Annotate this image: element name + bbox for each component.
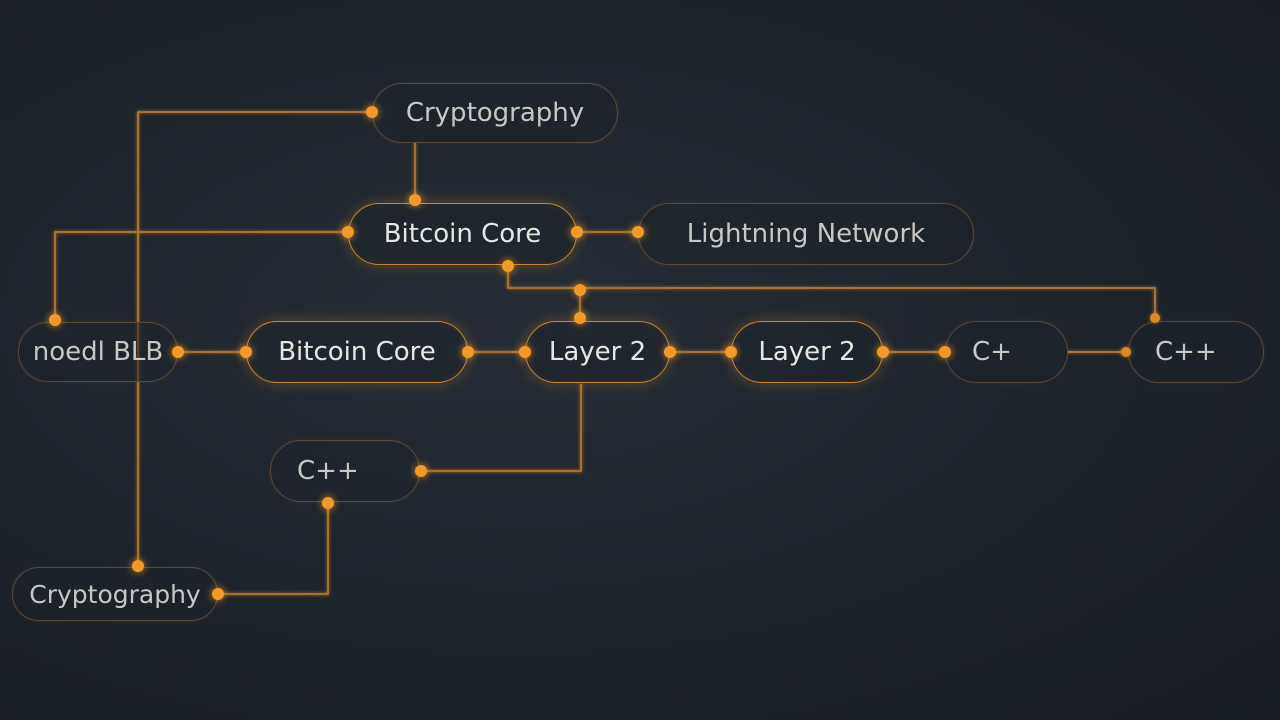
node-cryptography-top[interactable]: Cryptography: [372, 83, 618, 143]
node-label: noedl BLB: [32, 337, 164, 367]
connector-dot: [415, 465, 427, 477]
node-label: Bitcoin Core: [278, 337, 436, 367]
node-cpp-right[interactable]: C++: [1128, 321, 1264, 383]
node-label: Layer 2: [758, 337, 856, 367]
connector-dot: [1121, 347, 1131, 357]
connector-dot: [502, 260, 514, 272]
connector-dot: [632, 226, 644, 238]
connector-dot: [342, 226, 354, 238]
node-label: C++: [1155, 337, 1217, 367]
node-lightning-network[interactable]: Lightning Network: [638, 203, 974, 265]
node-layer-2-b[interactable]: Layer 2: [731, 321, 883, 383]
connector-dot: [212, 588, 224, 600]
connector-dot: [571, 226, 583, 238]
connector-dot: [172, 346, 184, 358]
node-layer-2-a[interactable]: Layer 2: [525, 321, 670, 383]
node-label: C++: [297, 456, 359, 486]
edge-cryptography-top-to-cryptography-bottom: [137, 111, 372, 566]
node-label: Cryptography: [29, 579, 201, 609]
connector-dot: [409, 194, 421, 206]
node-noedl-blb[interactable]: noedl BLB: [18, 322, 178, 382]
edge-cpp-mid-to-cryptography-bottom: [218, 502, 329, 595]
connector-dot: [132, 560, 144, 572]
connector-dot: [462, 346, 474, 358]
node-label: Layer 2: [548, 337, 647, 367]
node-c-plus[interactable]: C+: [945, 321, 1068, 383]
connector-dot: [664, 346, 676, 358]
connector-dot: [939, 346, 951, 358]
edge-layer-2-a-to-cpp-mid: [421, 384, 582, 472]
connector-dot: [366, 106, 378, 118]
connector-dot: [49, 314, 61, 326]
node-label: Bitcoin Core: [383, 219, 542, 249]
node-bitcoin-core-mid[interactable]: Bitcoin Core: [246, 321, 468, 383]
node-label: Cryptography: [405, 98, 585, 128]
edge-bitcoin-core-top-to-cpp-right: [507, 266, 1156, 318]
node-label: Lightning Network: [686, 219, 926, 249]
node-label: C+: [972, 337, 1012, 367]
node-bitcoin-core-top[interactable]: Bitcoin Core: [348, 203, 577, 265]
connector-dot: [574, 312, 586, 324]
connector-dot: [574, 284, 586, 296]
connector-dot: [519, 346, 531, 358]
connector-dot: [240, 346, 252, 358]
edge-bitcoin-core-top-to-noedl-blb: [54, 231, 348, 320]
node-cpp-mid[interactable]: C++: [270, 440, 420, 502]
connector-dot: [1150, 313, 1160, 323]
connector-dot: [877, 346, 889, 358]
node-cryptography-bottom[interactable]: Cryptography: [12, 567, 218, 621]
connector-dot: [322, 497, 334, 509]
connector-dot: [725, 346, 737, 358]
